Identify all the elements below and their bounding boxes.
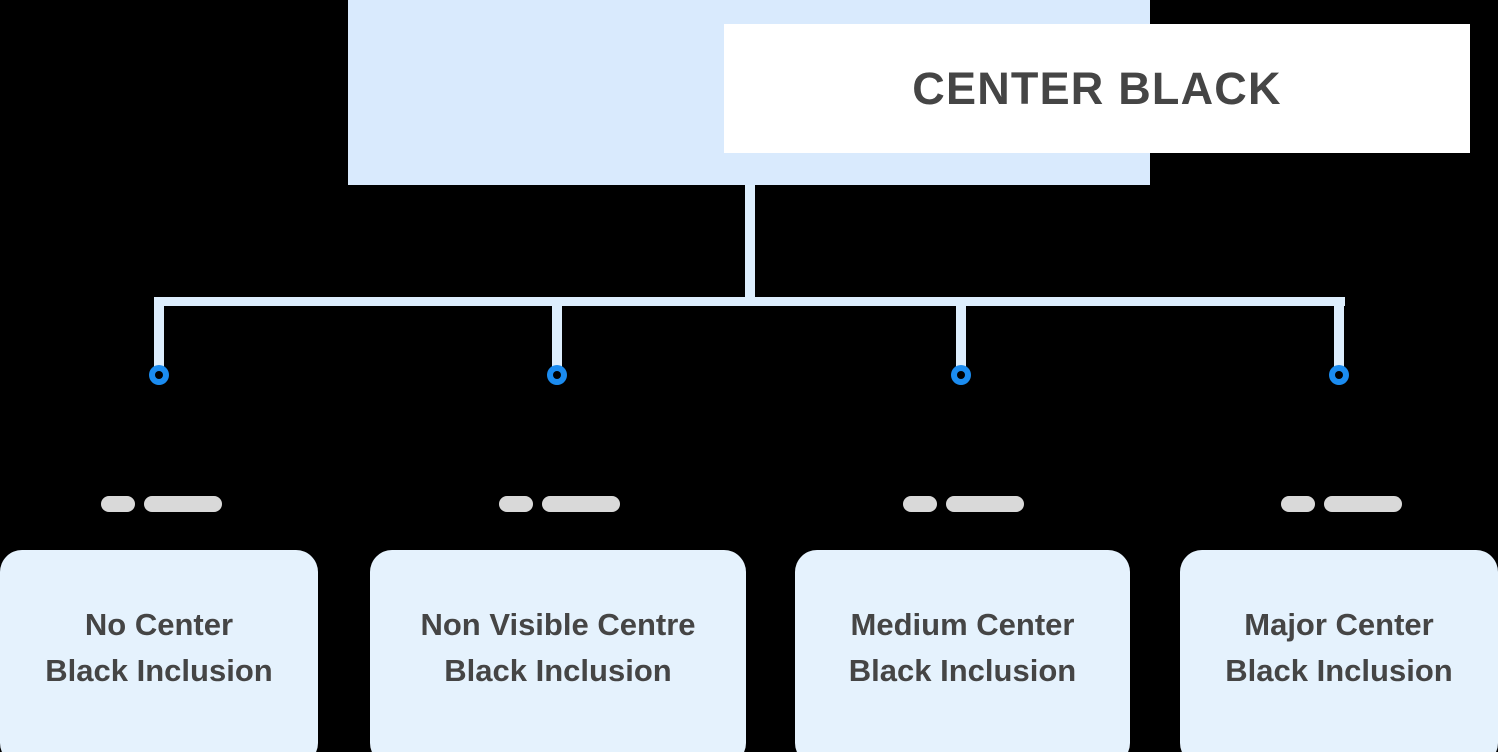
placeholder-pill-long (542, 496, 620, 512)
branch-card-4[interactable]: Major Center Black Inclusion (1180, 550, 1498, 752)
placeholder-pill-short (499, 496, 533, 512)
root-node-frame: CENTER BLACK (348, 0, 1470, 185)
branch-card-1[interactable]: No Center Black Inclusion (0, 550, 318, 752)
placeholder-pill-long (946, 496, 1024, 512)
root-node-title: CENTER BLACK (912, 63, 1282, 114)
connector-drop-4 (1334, 297, 1344, 375)
branch-card-label: Major Center Black Inclusion (1225, 607, 1453, 688)
placeholder-pill-short (101, 496, 135, 512)
placeholder-pill-long (144, 496, 222, 512)
branch-card-2[interactable]: Non Visible Centre Black Inclusion (370, 550, 746, 752)
node-ring-icon-4[interactable] (1329, 365, 1349, 385)
node-ring-icon-2[interactable] (547, 365, 567, 385)
node-ring-icon-1[interactable] (149, 365, 169, 385)
branch-card-label: Non Visible Centre Black Inclusion (420, 607, 696, 688)
placeholder-pill-row-3 (903, 496, 1024, 512)
connector-drop-2 (552, 297, 562, 375)
placeholder-pill-short (1281, 496, 1315, 512)
connector-trunk-vertical (745, 185, 755, 304)
branch-card-3[interactable]: Medium Center Black Inclusion (795, 550, 1130, 752)
node-ring-icon-3[interactable] (951, 365, 971, 385)
placeholder-pill-row-2 (499, 496, 620, 512)
placeholder-pill-short (903, 496, 937, 512)
placeholder-pill-row-1 (101, 496, 222, 512)
placeholder-pill-long (1324, 496, 1402, 512)
branch-card-label: Medium Center Black Inclusion (848, 607, 1077, 688)
connector-horizontal-bus (154, 297, 1345, 306)
branch-card-label: No Center Black Inclusion (45, 607, 273, 688)
connector-drop-3 (956, 297, 966, 375)
connector-drop-1 (154, 297, 164, 375)
placeholder-pill-row-4 (1281, 496, 1402, 512)
root-node-box: CENTER BLACK (724, 24, 1470, 153)
